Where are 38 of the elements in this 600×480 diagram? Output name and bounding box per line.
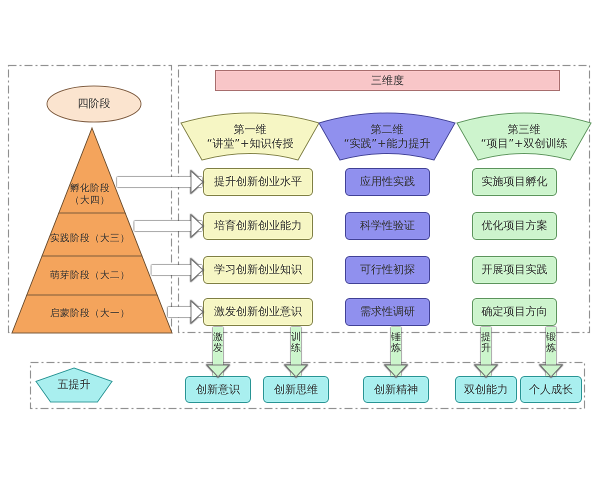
node-text: 创新思维	[274, 382, 318, 396]
dimension-title: 第二维	[370, 123, 404, 137]
node-text: 孵化阶段（大四）	[69, 183, 111, 207]
dimension-title: 第三维	[508, 123, 540, 137]
node-text: 创新意识	[196, 382, 240, 396]
node-text: 萌芽阶段（大二）	[50, 270, 130, 282]
node-text: 应用性实践	[360, 175, 415, 189]
node-text: 实施项目孵化	[482, 175, 548, 189]
node-text: 提升创新创业水平	[214, 175, 302, 189]
edge-label: 训练	[291, 332, 301, 354]
dimension-title: 第一维	[234, 123, 266, 137]
node-text: 五提升	[58, 378, 90, 392]
node-text: 开展项目实践	[482, 263, 548, 277]
node-text: 双创能力	[464, 382, 508, 396]
edge-label: 锻炼	[546, 332, 556, 354]
dimension-subtitle: “项目”+双创训练	[480, 137, 568, 151]
edge-label: 提升	[481, 332, 491, 354]
node-text: 科学性验证	[360, 219, 415, 233]
node-text: 可行性初探	[360, 263, 415, 277]
node-text: 优化项目方案	[482, 219, 548, 233]
edge-label: 激发	[213, 332, 223, 354]
node-text: 需求性调研	[360, 305, 415, 319]
node-text: 培育创新创业能力	[214, 219, 302, 233]
node-text: 启蒙阶段（大一）	[50, 308, 130, 320]
node-text: 实践阶段（大三）	[50, 232, 130, 244]
node-text: 个人成长	[529, 382, 573, 396]
node-text: 创新精神	[374, 382, 418, 396]
block-arrow	[284, 327, 308, 378]
block-arrow	[474, 327, 498, 378]
edge-label: 锤炼	[391, 332, 401, 354]
block-arrow	[168, 300, 204, 324]
node-text: 学习创新创业知识	[214, 263, 302, 277]
dimension-subtitle: “实践”+能力提升	[344, 137, 430, 151]
dimension-subtitle: “讲堂”+知识传授	[206, 137, 294, 151]
node-text: 四阶段	[78, 97, 110, 111]
node-text: 激发创新创业意识	[214, 305, 302, 319]
node-text: 三维度	[371, 74, 404, 88]
node-text: 确定项目方向	[482, 305, 548, 319]
